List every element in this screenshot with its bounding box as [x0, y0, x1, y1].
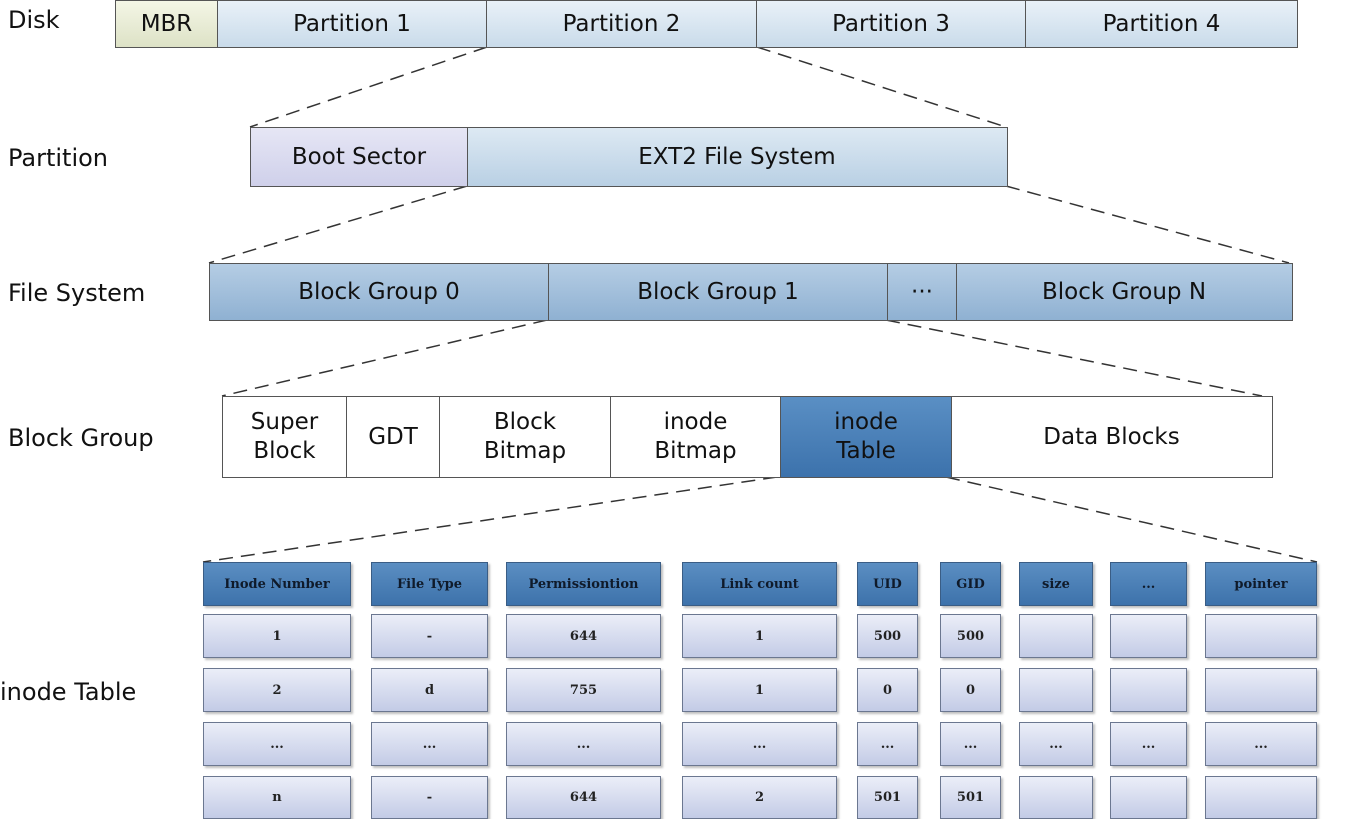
disk-band: MBR Partition 1 Partition 2 Partition 3 …	[115, 0, 1298, 48]
table-cell: 755	[506, 668, 661, 712]
row-label-partition: Partition	[8, 144, 109, 172]
table-header-cell: size	[1019, 562, 1093, 606]
block-group-band: Super Block GDT Block Bitmap inode Bitma…	[222, 396, 1273, 478]
segment-label: Data Blocks	[1043, 423, 1180, 450]
mbr-segment: MBR	[115, 0, 218, 48]
table-cell: 1	[203, 614, 351, 658]
data-blocks-segment: Data Blocks	[950, 396, 1273, 478]
table-cell: -	[371, 614, 488, 658]
zoom-line	[249, 46, 488, 128]
table-cell: 500	[940, 614, 1001, 658]
table-cell: ...	[1110, 722, 1187, 766]
ext2-file-system-segment: EXT2 File System	[466, 127, 1008, 187]
zoom-line	[221, 319, 548, 397]
partition-band: Boot Sector EXT2 File System	[250, 127, 1008, 187]
table-cell	[1110, 668, 1187, 712]
table-header-cell: GID	[940, 562, 1001, 606]
block-group-0-segment: Block Group 0	[209, 263, 549, 321]
table-cell: ...	[1019, 722, 1093, 766]
table-cell: ...	[1205, 722, 1317, 766]
segment-label: Bitmap	[483, 438, 567, 464]
block-group-n-segment: Block Group N	[955, 263, 1293, 321]
table-cell: ...	[857, 722, 918, 766]
partition-4-segment: Partition 4	[1025, 0, 1298, 48]
table-cell: ...	[682, 722, 837, 766]
table-cell	[1205, 668, 1317, 712]
row-label-disk: Disk	[8, 6, 60, 34]
row-label-block-group: Block Group	[8, 424, 154, 452]
table-header-cell: Inode Number	[203, 562, 351, 606]
segment-label: inode	[663, 409, 728, 436]
block-group-1-segment: Block Group 1	[547, 263, 889, 321]
table-cell: 0	[857, 668, 918, 712]
table-cell	[1205, 614, 1317, 658]
super-block-segment: Super Block	[222, 396, 347, 478]
table-cell: 644	[506, 776, 661, 819]
zoom-line	[202, 476, 778, 563]
table-header-cell: Permissiontion	[506, 562, 661, 606]
table-cell: ...	[940, 722, 1001, 766]
zoom-line	[208, 185, 468, 264]
row-label-file-system: File System	[8, 279, 146, 307]
table-cell: ...	[203, 722, 351, 766]
segment-label: inode	[834, 409, 898, 436]
block-bitmap-segment: Block Bitmap	[439, 396, 611, 478]
table-cell: n	[203, 776, 351, 819]
segment-label: GDT	[368, 423, 418, 450]
table-cell: 2	[682, 776, 837, 819]
table-header-cell: Link count	[682, 562, 837, 606]
inode-table-segment: inode Table	[780, 396, 952, 478]
zoom-line	[885, 319, 1263, 397]
table-cell	[1110, 614, 1187, 658]
table-cell: 501	[857, 776, 918, 819]
table-cell	[1019, 614, 1093, 658]
table-header-cell: pointer	[1205, 562, 1317, 606]
table-cell: ...	[371, 722, 488, 766]
segment-label: Table	[836, 438, 896, 464]
row-label-inode-table: inode Table	[0, 678, 137, 706]
partition-1-segment: Partition 1	[216, 0, 488, 48]
table-cell: 1	[682, 614, 837, 658]
segment-label: Super	[250, 409, 319, 436]
zoom-line	[756, 46, 1007, 128]
table-cell: 644	[506, 614, 661, 658]
segment-label: Bitmap	[654, 438, 737, 464]
table-cell: 1	[682, 668, 837, 712]
table-cell: 2	[203, 668, 351, 712]
zoom-line	[945, 476, 1318, 563]
zoom-line	[1005, 185, 1290, 264]
boot-sector-segment: Boot Sector	[250, 127, 468, 187]
table-cell: 500	[857, 614, 918, 658]
table-cell	[1019, 776, 1093, 819]
table-header-cell: ...	[1110, 562, 1187, 606]
table-cell: d	[371, 668, 488, 712]
file-system-band: Block Group 0 Block Group 1 ··· Block Gr…	[209, 263, 1293, 321]
inode-bitmap-segment: inode Bitmap	[609, 396, 782, 478]
table-header-cell: UID	[857, 562, 918, 606]
table-cell: ...	[506, 722, 661, 766]
ellipsis-segment: ···	[887, 263, 957, 321]
table-cell	[1110, 776, 1187, 819]
table-cell: 0	[940, 668, 1001, 712]
partition-3-segment: Partition 3	[755, 0, 1027, 48]
table-cell	[1019, 668, 1093, 712]
segment-label: Block	[253, 438, 316, 464]
gdt-segment: GDT	[345, 396, 441, 478]
partition-2-segment: Partition 2	[486, 0, 757, 48]
segment-label: Block	[493, 409, 557, 436]
table-cell: 501	[940, 776, 1001, 819]
table-cell: -	[371, 776, 488, 819]
table-cell	[1205, 776, 1317, 819]
table-header-cell: File Type	[371, 562, 488, 606]
